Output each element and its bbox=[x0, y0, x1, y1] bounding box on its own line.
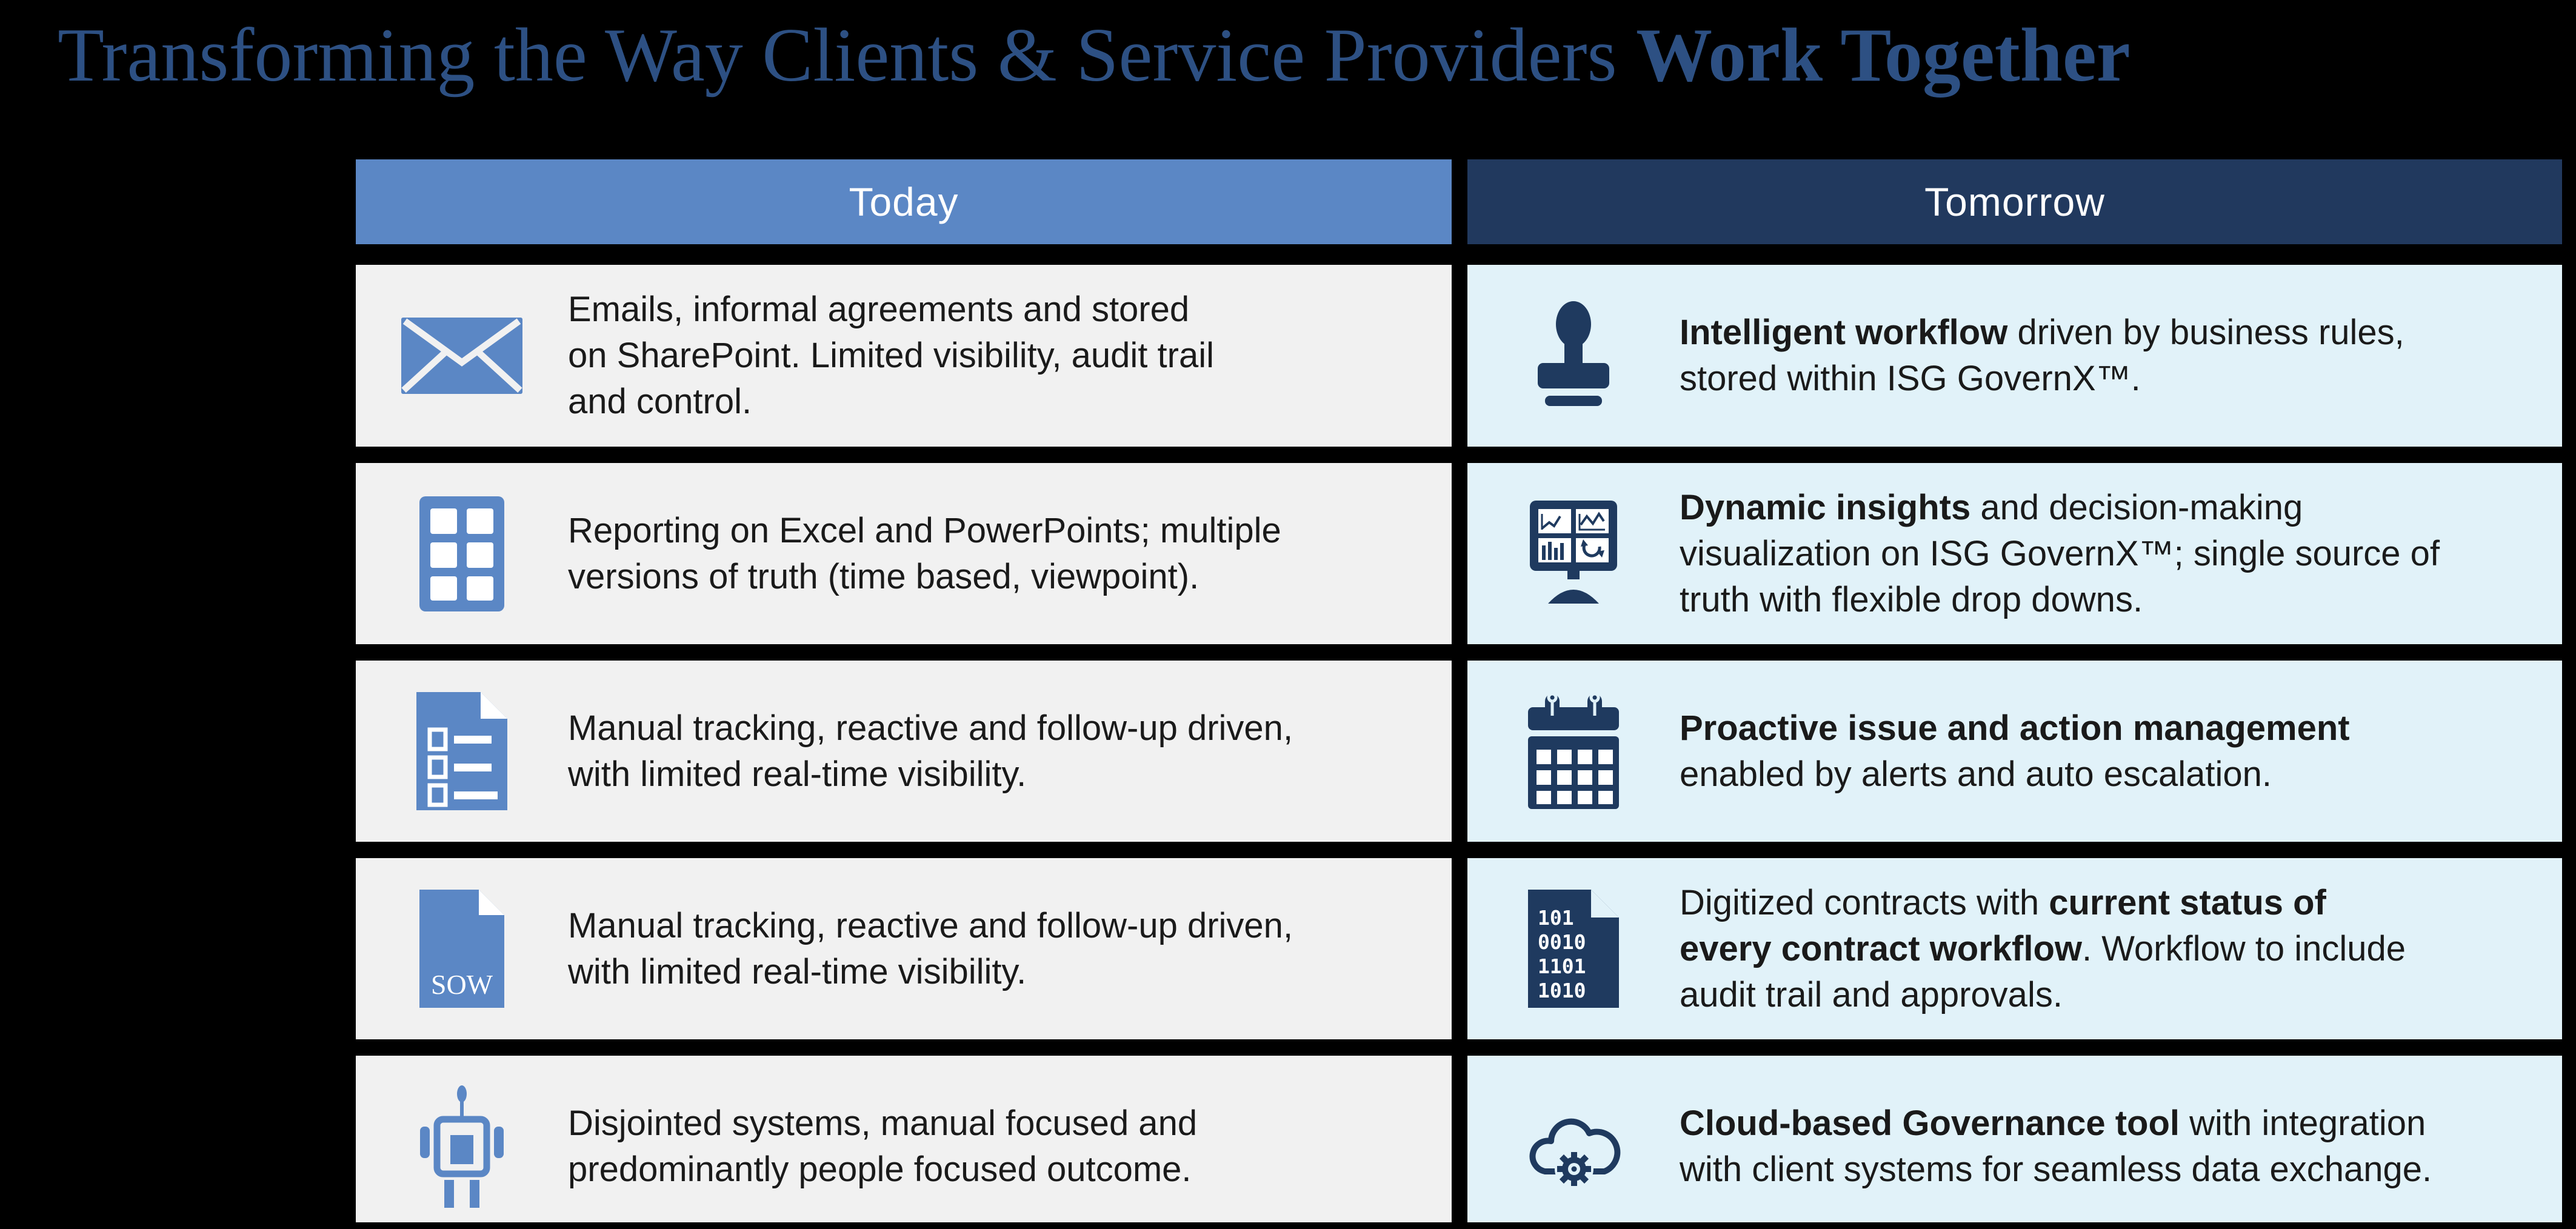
envelope-icon bbox=[356, 318, 568, 394]
today-row-2-text: Reporting on Excel and PowerPoints; mult… bbox=[568, 510, 1281, 596]
binary-line-2: 0010 bbox=[1538, 930, 1586, 954]
sow-document-icon: SOW bbox=[356, 890, 568, 1008]
table-row-today-5: Disjointed systems, manual focused and p… bbox=[356, 1056, 1452, 1229]
dashboard-monitor-icon bbox=[1467, 499, 1680, 608]
table-row-today-1: Emails, informal agreements and stored o… bbox=[356, 265, 1452, 447]
page-title: Transforming the Way Clients & Service P… bbox=[58, 13, 2131, 98]
table-row-tomorrow-4: 101 0010 1101 1010 Digitized contracts w… bbox=[1467, 858, 2562, 1039]
page-title-bold: Work Together bbox=[1636, 13, 2131, 98]
tomorrow-row-5-text: Cloud-based Governance tool with integra… bbox=[1680, 1103, 2432, 1189]
table-row-today-3: Manual tracking, reactive and follow-up … bbox=[356, 661, 1452, 842]
table-row-today-2: Reporting on Excel and PowerPoints; mult… bbox=[356, 463, 1452, 644]
page-title-normal: Transforming the Way Clients & Service P… bbox=[58, 13, 1637, 98]
binary-line-4: 1010 bbox=[1538, 979, 1586, 1002]
cloud-gear-icon bbox=[1467, 1101, 1680, 1192]
tomorrow-row-3-text: Proactive issue and action management en… bbox=[1680, 708, 2350, 794]
table-row-tomorrow-2: Dynamic insights and decision-making vis… bbox=[1467, 463, 2562, 644]
binary-line-1: 101 bbox=[1538, 906, 1574, 930]
today-row-5-text: Disjointed systems, manual focused and p… bbox=[568, 1103, 1198, 1189]
filmstrip-icon bbox=[356, 496, 568, 611]
binary-line-3: 1101 bbox=[1538, 954, 1586, 978]
table-row-tomorrow-1: Intelligent workflow driven by business … bbox=[1467, 265, 2562, 447]
binary-document-icon: 101 0010 1101 1010 bbox=[1467, 890, 1680, 1008]
tomorrow-row-4-text: Digitized contracts with current status … bbox=[1680, 882, 2406, 1014]
bottom-edge-strip bbox=[0, 1222, 2576, 1229]
sow-label: SOW bbox=[431, 969, 493, 1000]
tomorrow-header-label: Tomorrow bbox=[1924, 179, 2105, 224]
stamp-icon bbox=[1467, 300, 1680, 412]
table-row-today-4: SOW Manual tracking, reactive and follow… bbox=[356, 858, 1452, 1039]
today-header-label: Today bbox=[849, 179, 959, 224]
calendar-icon bbox=[1467, 693, 1680, 809]
tomorrow-column-header: Tomorrow bbox=[1467, 159, 2562, 244]
right-edge-strip bbox=[2562, 0, 2576, 1229]
today-row-1-text: Emails, informal agreements and stored o… bbox=[568, 290, 1214, 421]
robot-icon bbox=[356, 1084, 568, 1208]
tomorrow-row-1-text: Intelligent workflow driven by business … bbox=[1680, 313, 2404, 398]
tomorrow-row-2-text: Dynamic insights and decision-making vis… bbox=[1680, 487, 2440, 619]
today-column-header: Today bbox=[356, 159, 1452, 244]
today-row-3-text: Manual tracking, reactive and follow-up … bbox=[568, 708, 1293, 794]
table-row-tomorrow-5: Cloud-based Governance tool with integra… bbox=[1467, 1056, 2562, 1229]
table-row-tomorrow-3: Proactive issue and action management en… bbox=[1467, 661, 2562, 842]
checklist-document-icon bbox=[356, 692, 568, 810]
today-row-4-text: Manual tracking, reactive and follow-up … bbox=[568, 905, 1293, 991]
